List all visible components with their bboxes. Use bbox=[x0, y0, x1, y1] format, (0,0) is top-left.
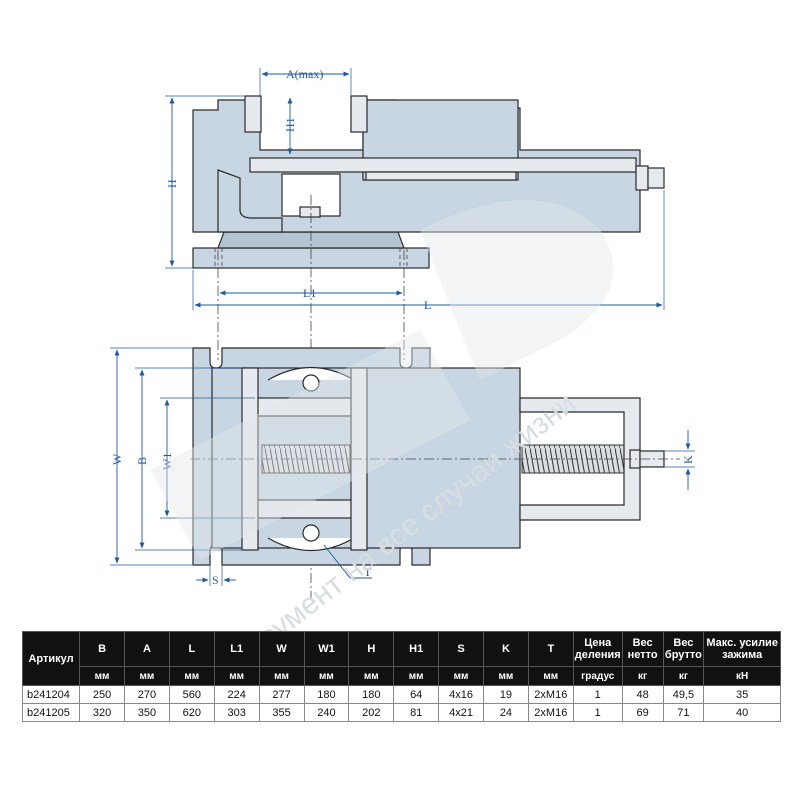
table-cell: 202 bbox=[348, 703, 395, 722]
nut-top bbox=[302, 374, 320, 392]
jaw-guide bbox=[365, 171, 517, 181]
table-cell: 40 bbox=[703, 703, 781, 722]
table-row: b241204 250 270 560 224 277 180 180 64 4… bbox=[21, 685, 781, 704]
unit-cell: мм bbox=[438, 666, 484, 686]
table-cell: 35 bbox=[703, 685, 781, 704]
table-cell: 1 bbox=[572, 685, 623, 704]
fixed-jaw-fillet bbox=[217, 169, 283, 233]
fixed-jaw-plate bbox=[244, 95, 262, 133]
table-cell: 303 bbox=[213, 703, 260, 722]
unit-cell: градус bbox=[572, 666, 623, 686]
nut bbox=[299, 206, 321, 218]
table-cell-article: b241204 bbox=[21, 685, 81, 704]
table-header-row: Артикул B A L L1 W W1 H H1 S K T Цена де… bbox=[21, 631, 781, 686]
dim-l1-label: L1 bbox=[303, 286, 316, 300]
table-cell: 2xM16 bbox=[527, 685, 574, 704]
dim-l-label: L bbox=[424, 298, 431, 312]
slide-bar bbox=[249, 157, 637, 173]
table-cell: 277 bbox=[258, 685, 305, 704]
col-header: B bbox=[79, 631, 125, 667]
unit-cell: кг bbox=[662, 666, 705, 686]
dim-h-label: H bbox=[165, 179, 179, 188]
unit-cell: мм bbox=[168, 666, 215, 686]
guide-rail-bottom bbox=[254, 499, 354, 519]
col-header: H bbox=[348, 631, 395, 667]
table-cell: 69 bbox=[621, 703, 664, 722]
table-cell: 49,5 bbox=[662, 685, 705, 704]
screw-collar bbox=[635, 165, 649, 191]
col-header: W1 bbox=[303, 631, 350, 667]
unit-cell: мм bbox=[213, 666, 260, 686]
table-cell: 81 bbox=[393, 703, 440, 722]
table-cell: 24 bbox=[483, 703, 529, 722]
col-header: H1 bbox=[393, 631, 440, 667]
table-cell: 180 bbox=[348, 685, 395, 704]
dim-t-label: T bbox=[364, 565, 372, 579]
col-header: A bbox=[124, 631, 170, 667]
col-header: S bbox=[438, 631, 484, 667]
movable-jaw-plate bbox=[350, 95, 368, 133]
nut-bottom bbox=[302, 524, 320, 542]
spec-table: Артикул B A L L1 W W1 H H1 S K T Цена де… bbox=[21, 631, 781, 722]
dim-h1-label: H1 bbox=[283, 117, 297, 132]
col-header: L1 bbox=[213, 631, 260, 667]
col-header: L bbox=[168, 631, 215, 667]
col-header-article: Артикул bbox=[21, 631, 81, 686]
table-cell: 4x16 bbox=[438, 685, 484, 704]
table-cell: 19 bbox=[483, 685, 529, 704]
plan-view: W B W1 K S T bbox=[110, 347, 695, 587]
col-header: T bbox=[527, 631, 574, 667]
table-cell-article: b241205 bbox=[21, 703, 81, 722]
dim-w-label: W bbox=[110, 453, 124, 465]
table-row: b241205 320 350 620 303 355 240 202 81 4… bbox=[21, 703, 781, 722]
table-cell: 71 bbox=[662, 703, 705, 722]
side-view: A(max) H1 H L1 L bbox=[165, 67, 665, 600]
unit-cell: кг bbox=[621, 666, 664, 686]
dim-k-label: K bbox=[681, 455, 695, 464]
dim-s-label: S bbox=[212, 573, 219, 587]
swivel-arc-top bbox=[267, 366, 355, 381]
unit-cell: кН bbox=[703, 666, 781, 686]
table-cell: 180 bbox=[303, 685, 350, 704]
table-cell: 224 bbox=[213, 685, 260, 704]
col-header: Цена деления bbox=[572, 631, 623, 667]
table-cell: 560 bbox=[168, 685, 215, 704]
col-header: Макс. усилие зажима bbox=[703, 631, 781, 667]
table-cell: 4x21 bbox=[438, 703, 484, 722]
col-header: K bbox=[483, 631, 529, 667]
dim-w1-label: W1 bbox=[160, 453, 174, 470]
table-cell: 320 bbox=[79, 703, 125, 722]
unit-cell: мм bbox=[348, 666, 395, 686]
col-header: W bbox=[258, 631, 305, 667]
unit-cell: мм bbox=[483, 666, 529, 686]
unit-cell: мм bbox=[393, 666, 440, 686]
table-cell: 48 bbox=[621, 685, 664, 704]
table-cell: 64 bbox=[393, 685, 440, 704]
screw-square-end bbox=[647, 167, 665, 189]
unit-cell: мм bbox=[124, 666, 170, 686]
dim-a-max-label: A(max) bbox=[286, 67, 323, 81]
col-header: Вес нетто bbox=[621, 631, 664, 667]
table-cell: 355 bbox=[258, 703, 305, 722]
table-cell: 350 bbox=[124, 703, 170, 722]
screw-frame bbox=[519, 397, 641, 521]
table-cell: 250 bbox=[79, 685, 125, 704]
table-cell: 240 bbox=[303, 703, 350, 722]
unit-cell: мм bbox=[303, 666, 350, 686]
dim-b-label: B bbox=[135, 457, 149, 465]
table-cell: 2xM16 bbox=[527, 703, 574, 722]
table-cell: 270 bbox=[124, 685, 170, 704]
guide-rail-top bbox=[254, 397, 354, 417]
unit-cell: мм bbox=[79, 666, 125, 686]
table-cell: 1 bbox=[572, 703, 623, 722]
table-units-row: мм мм мм мм мм мм мм мм мм мм мм градус … bbox=[23, 666, 781, 686]
technical-drawing: A(max) H1 H L1 L bbox=[110, 67, 695, 600]
unit-cell: мм bbox=[527, 666, 574, 686]
swivel-arc-bottom bbox=[267, 537, 355, 552]
col-header: Вес брутто bbox=[662, 631, 705, 667]
table-cell: 620 bbox=[168, 703, 215, 722]
unit-cell: мм bbox=[258, 666, 305, 686]
